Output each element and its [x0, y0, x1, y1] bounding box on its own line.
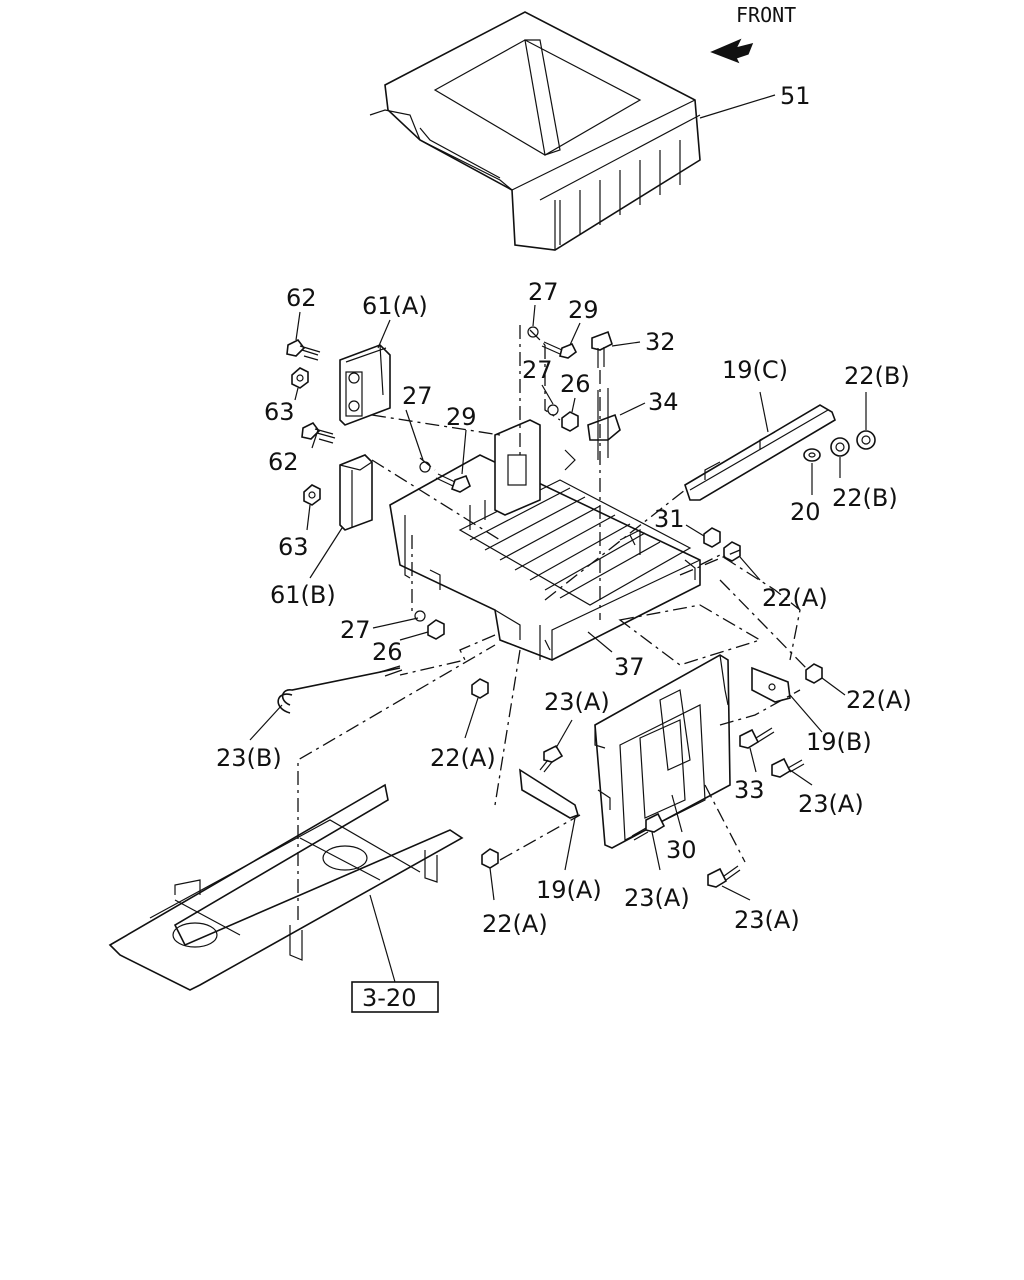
bolt-23a-low	[707, 865, 741, 888]
bolt-23a-mid	[631, 812, 666, 841]
callout-62-upper: 62	[286, 284, 317, 312]
washer-20	[803, 448, 821, 462]
clip-27-c	[419, 461, 431, 473]
callout-19b: 19(B)	[806, 728, 872, 756]
callout-32: 32	[645, 328, 676, 356]
callout-20: 20	[790, 498, 821, 526]
callout-62-lower: 62	[268, 448, 299, 476]
reference-label: 3-20	[362, 984, 416, 1012]
front-label: FRONT	[736, 3, 796, 27]
callout-22b-lower: 22(B)	[832, 484, 898, 512]
bolt-23a-upper	[539, 744, 564, 773]
callout-19c: 19(C)	[722, 356, 788, 384]
bracket-29	[494, 419, 576, 516]
callout-26-upper: 26	[560, 370, 591, 398]
callout-30: 30	[666, 836, 697, 864]
callout-37: 37	[614, 653, 645, 681]
bracket-19a	[519, 768, 611, 819]
callout-51: 51	[780, 82, 811, 110]
nut-26-upper	[561, 411, 579, 432]
nut-22b-2	[830, 437, 850, 457]
bracket-19b	[751, 666, 791, 703]
callout-63-lower: 63	[278, 533, 309, 561]
nut-26-lower	[427, 619, 445, 640]
callout-23a-upper: 23(A)	[544, 688, 610, 716]
nut-63-lower	[303, 484, 321, 506]
clip-27-a	[527, 326, 539, 338]
callout-26-lower: 26	[372, 638, 403, 666]
callout-29-b: 29	[446, 403, 477, 431]
bracket-19c	[684, 404, 836, 501]
bracket-61b	[339, 454, 373, 531]
arrow-right-icon	[710, 38, 754, 64]
callout-23a-low: 23(A)	[734, 906, 800, 934]
callout-23a-right: 23(A)	[798, 790, 864, 818]
clip-27-b	[547, 404, 559, 416]
callout-27-b: 27	[522, 356, 553, 384]
nut-22a-center	[471, 678, 489, 699]
frame-crossmember	[108, 783, 464, 991]
callout-22a-center: 22(A)	[430, 744, 496, 772]
callout-27-a: 27	[528, 278, 559, 306]
nut-22a-bottom	[481, 848, 499, 869]
bolt-29-b	[435, 473, 471, 493]
bracket-61a	[339, 344, 391, 426]
nut-31	[703, 527, 721, 548]
callout-23b: 23(B)	[216, 744, 282, 772]
callout-22a-bottom: 22(A)	[482, 910, 548, 938]
reference-box[interactable]: 3-20	[351, 981, 439, 1013]
mounting-plate-30	[594, 654, 731, 849]
callout-61a: 61(A)	[362, 292, 428, 320]
bolt-23a-right	[771, 757, 805, 778]
bolt-33	[739, 727, 775, 749]
callout-61b: 61(B)	[270, 581, 336, 609]
bolt-62-upper	[286, 338, 321, 361]
callout-22a-far-right: 22(A)	[846, 686, 912, 714]
callout-31: 31	[654, 505, 685, 533]
nut-63-upper	[291, 367, 309, 389]
callout-29-a: 29	[568, 296, 599, 324]
callout-22b-upper: 22(B)	[844, 362, 910, 390]
bolt-62-lower	[301, 421, 336, 444]
callout-22a-right: 22(A)	[762, 584, 828, 612]
battery-cover	[369, 11, 701, 251]
callout-19a: 19(A)	[536, 876, 602, 904]
callout-63-upper: 63	[264, 398, 295, 426]
nut-22b-1	[856, 430, 876, 450]
callout-23a-mid: 23(A)	[624, 884, 690, 912]
callout-33: 33	[734, 776, 765, 804]
rod-23b	[277, 665, 403, 714]
nut-22a-far-right	[805, 663, 823, 684]
callout-27-c: 27	[402, 382, 433, 410]
leader-lines	[249, 94, 867, 983]
callout-34: 34	[648, 388, 679, 416]
assembly-lines	[297, 325, 809, 920]
callout-27-d: 27	[340, 616, 371, 644]
clip-27-d	[414, 610, 426, 622]
callout-labels: 51 62 61(A) 27 29 32 63 27 26 34 19(C) 2…	[216, 82, 912, 938]
bolt-32	[591, 330, 613, 368]
clamp-34	[587, 388, 621, 460]
